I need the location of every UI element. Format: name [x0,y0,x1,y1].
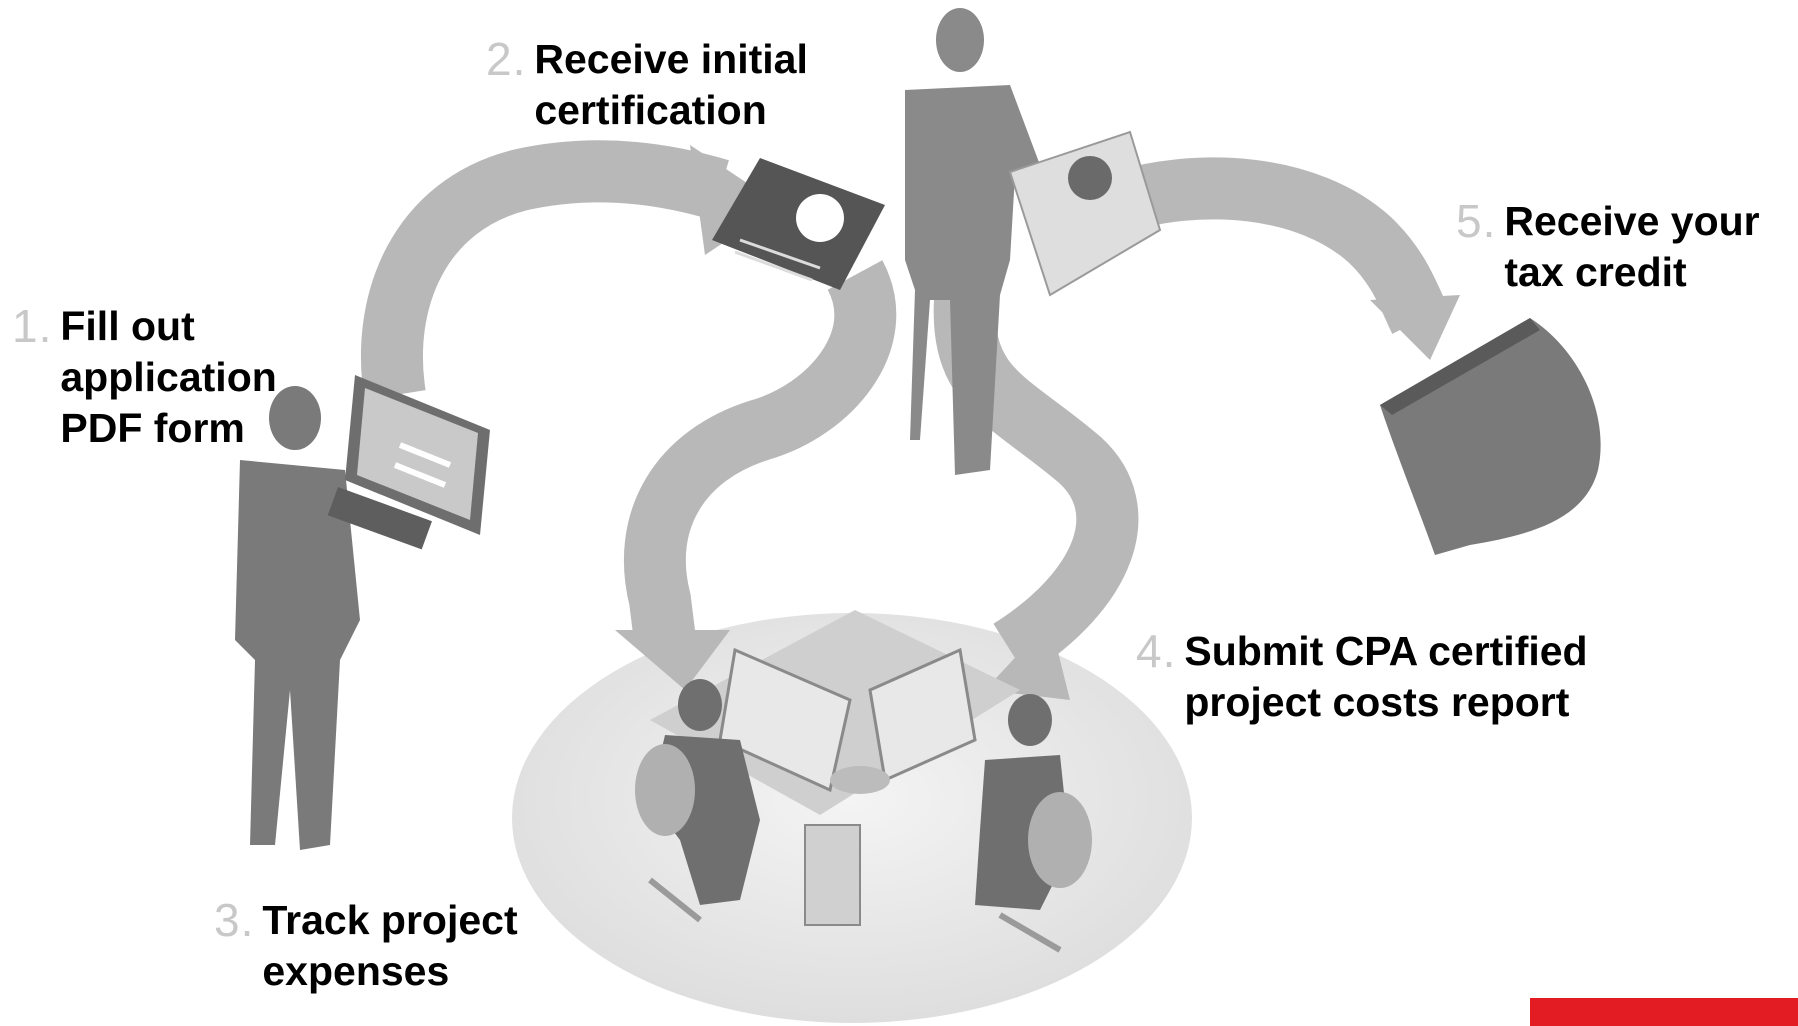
step-4-label: Submit CPA certified project costs repor… [1184,628,1588,725]
step-5: 5. Receive your tax credit [1456,196,1760,298]
step-3-number: 3. [214,894,255,946]
person-with-laptop-icon [235,386,432,850]
step-5-label: Receive your tax credit [1504,198,1760,295]
step-2-number: 2. [486,33,527,85]
laptop-icon [345,375,490,535]
arrow-step2-to-step3 [615,260,897,690]
brand-accent-bar [1530,998,1798,1026]
step-2: 2. Receive initial certification [486,34,808,136]
step-2-label: Receive initial certification [534,36,808,133]
tax-credit-document-icon [1380,318,1601,555]
step-1-label: Fill out application PDF form [60,303,277,451]
step-3-label: Track project expenses [262,897,518,994]
step-4-number: 4. [1136,625,1177,677]
presenter-person-icon [905,8,1040,475]
step-1: 1. Fill out application PDF form [12,301,277,454]
certificate-icon [712,158,885,290]
step-5-number: 5. [1456,195,1497,247]
step-1-number: 1. [12,300,53,352]
arrow-step1-to-step2 [361,140,780,400]
arrow-step4-to-step5 [1100,157,1460,360]
step-3: 3. Track project expenses [214,895,518,997]
step-4: 4. Submit CPA certified project costs re… [1136,626,1588,728]
signed-certificate-icon [1008,130,1162,297]
office-desk-scene-icon [635,610,1092,953]
